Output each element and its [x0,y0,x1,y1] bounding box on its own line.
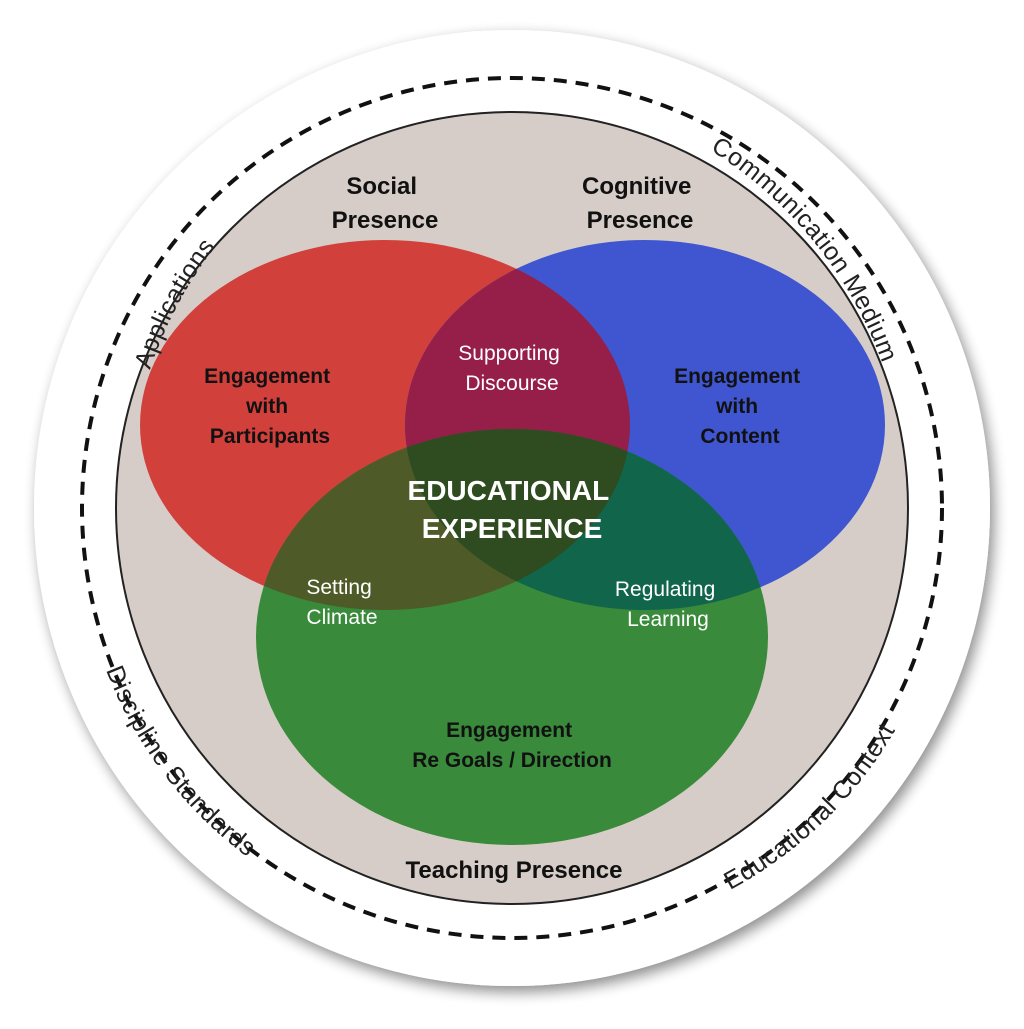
supporting-discourse-label: Supporting Discourse [458,342,565,395]
engagement-goals-direction-label: Engagement Re Goals / Direction [412,719,612,772]
overlap-social-teaching [256,429,630,610]
regulating-learning-label: Regulating Learning [615,578,721,631]
context-dashed-ring [80,76,944,940]
cognitive-presence-title: Cognitive Presence [582,173,698,234]
social-presence-title: Social Presence [332,173,439,234]
setting-climate-label: Setting Climate [306,576,377,629]
engagement-with-participants-label: Engagement with Participants [204,365,336,448]
educational-experience-label: EDUCATIONAL EXPERIENCE [408,475,617,544]
overlap-cognitive-teaching [405,429,768,610]
engagement-with-content-label: Engagement with Content [674,365,806,448]
teaching-presence-title: Teaching Presence [406,857,623,884]
